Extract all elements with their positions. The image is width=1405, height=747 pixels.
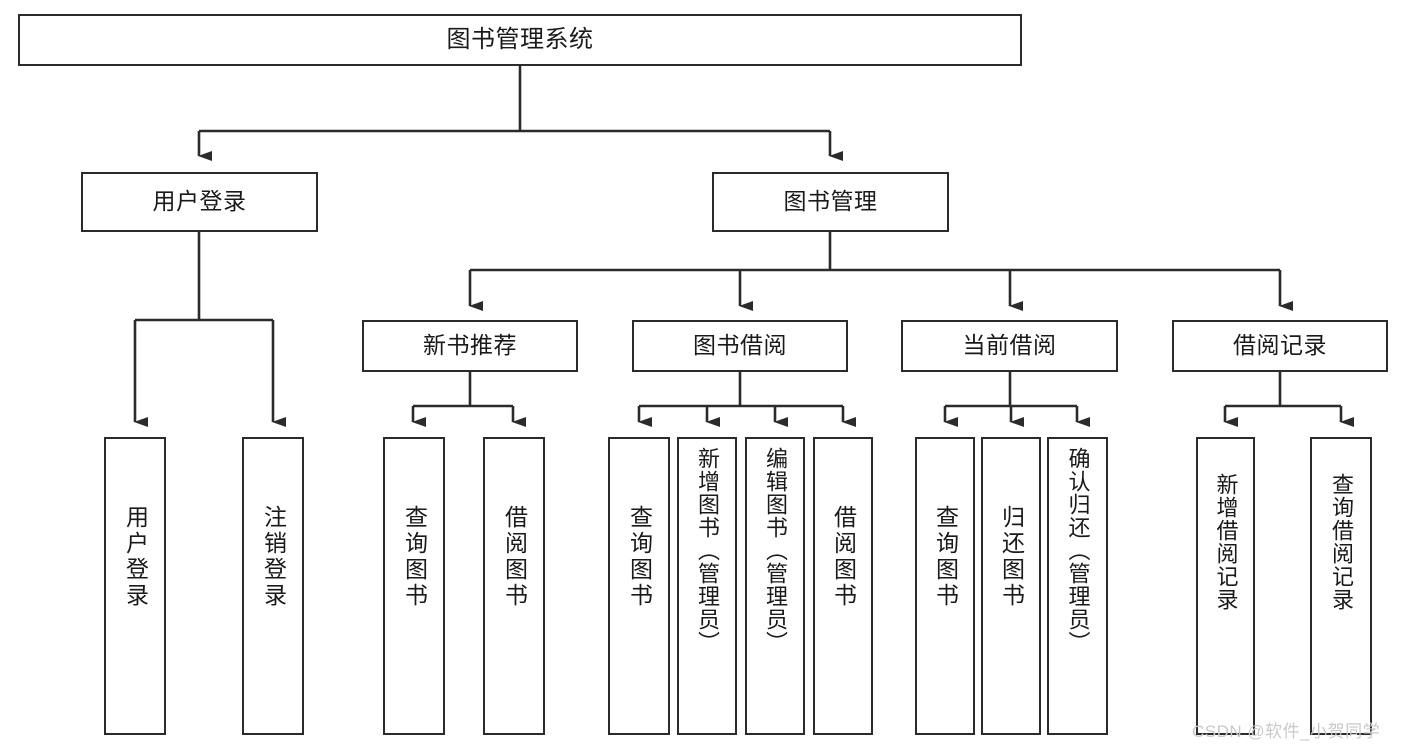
node-leaf-borrow-book-2-label: 借阅图书 (830, 505, 857, 609)
node-leaf-logout-login-label: 注销登录 (260, 505, 287, 609)
node-book-borrow[interactable]: 图书借阅 (632, 320, 848, 372)
node-root[interactable]: 图书管理系统 (18, 14, 1022, 66)
node-leaf-borrow-book-1[interactable]: 借阅图书 (483, 437, 545, 735)
node-book-manage[interactable]: 图书管理 (712, 172, 949, 232)
node-current-borrow[interactable]: 当前借阅 (901, 320, 1118, 372)
node-root-label: 图书管理系统 (446, 25, 594, 53)
node-user-login[interactable]: 用户登录 (81, 172, 318, 232)
node-leaf-query-book-2-label: 查询图书 (626, 505, 653, 609)
csdn-watermark: CSDN @软件_小贺同学 (1192, 722, 1381, 741)
node-leaf-add-book-label: 新增图书（管理员） (695, 447, 720, 654)
node-leaf-query-book-1[interactable]: 查询图书 (383, 437, 445, 735)
node-leaf-query-book-2[interactable]: 查询图书 (608, 437, 670, 735)
node-borrow-record-label: 借阅记录 (1233, 332, 1327, 359)
node-leaf-user-login[interactable]: 用户登录 (104, 437, 166, 735)
node-leaf-confirm-return-label: 确认归还（管理员） (1065, 447, 1091, 654)
node-leaf-query-book-3-label: 查询图书 (932, 505, 959, 609)
node-leaf-add-record[interactable]: 新增借阅记录 (1196, 437, 1255, 735)
node-new-book-recommend[interactable]: 新书推荐 (362, 320, 578, 372)
node-book-borrow-label: 图书借阅 (693, 332, 787, 359)
node-leaf-borrow-book-2[interactable]: 借阅图书 (813, 437, 873, 735)
node-leaf-confirm-return[interactable]: 确认归还（管理员） (1047, 437, 1108, 735)
node-leaf-query-book-1-label: 查询图书 (401, 505, 428, 609)
node-new-book-recommend-label: 新书推荐 (423, 332, 517, 359)
node-borrow-record[interactable]: 借阅记录 (1172, 320, 1388, 372)
node-leaf-query-record-label: 查询借阅记录 (1329, 473, 1354, 611)
node-leaf-logout-login[interactable]: 注销登录 (242, 437, 304, 735)
node-book-manage-label: 图书管理 (783, 188, 878, 215)
node-leaf-return-book[interactable]: 归还图书 (981, 437, 1041, 735)
node-leaf-add-book[interactable]: 新增图书（管理员） (677, 437, 737, 735)
node-current-borrow-label: 当前借阅 (962, 332, 1057, 359)
node-leaf-query-book-3[interactable]: 查询图书 (915, 437, 975, 735)
node-user-login-label: 用户登录 (152, 188, 247, 215)
node-leaf-borrow-book-1-label: 借阅图书 (501, 505, 528, 609)
node-leaf-add-record-label: 新增借阅记录 (1213, 473, 1239, 611)
node-leaf-query-record[interactable]: 查询借阅记录 (1310, 437, 1372, 735)
node-leaf-return-book-label: 归还图书 (998, 505, 1025, 609)
node-leaf-edit-book[interactable]: 编辑图书（管理员） (745, 437, 805, 735)
node-leaf-user-login-label: 用户登录 (122, 505, 149, 609)
node-leaf-edit-book-label: 编辑图书（管理员） (763, 447, 788, 654)
